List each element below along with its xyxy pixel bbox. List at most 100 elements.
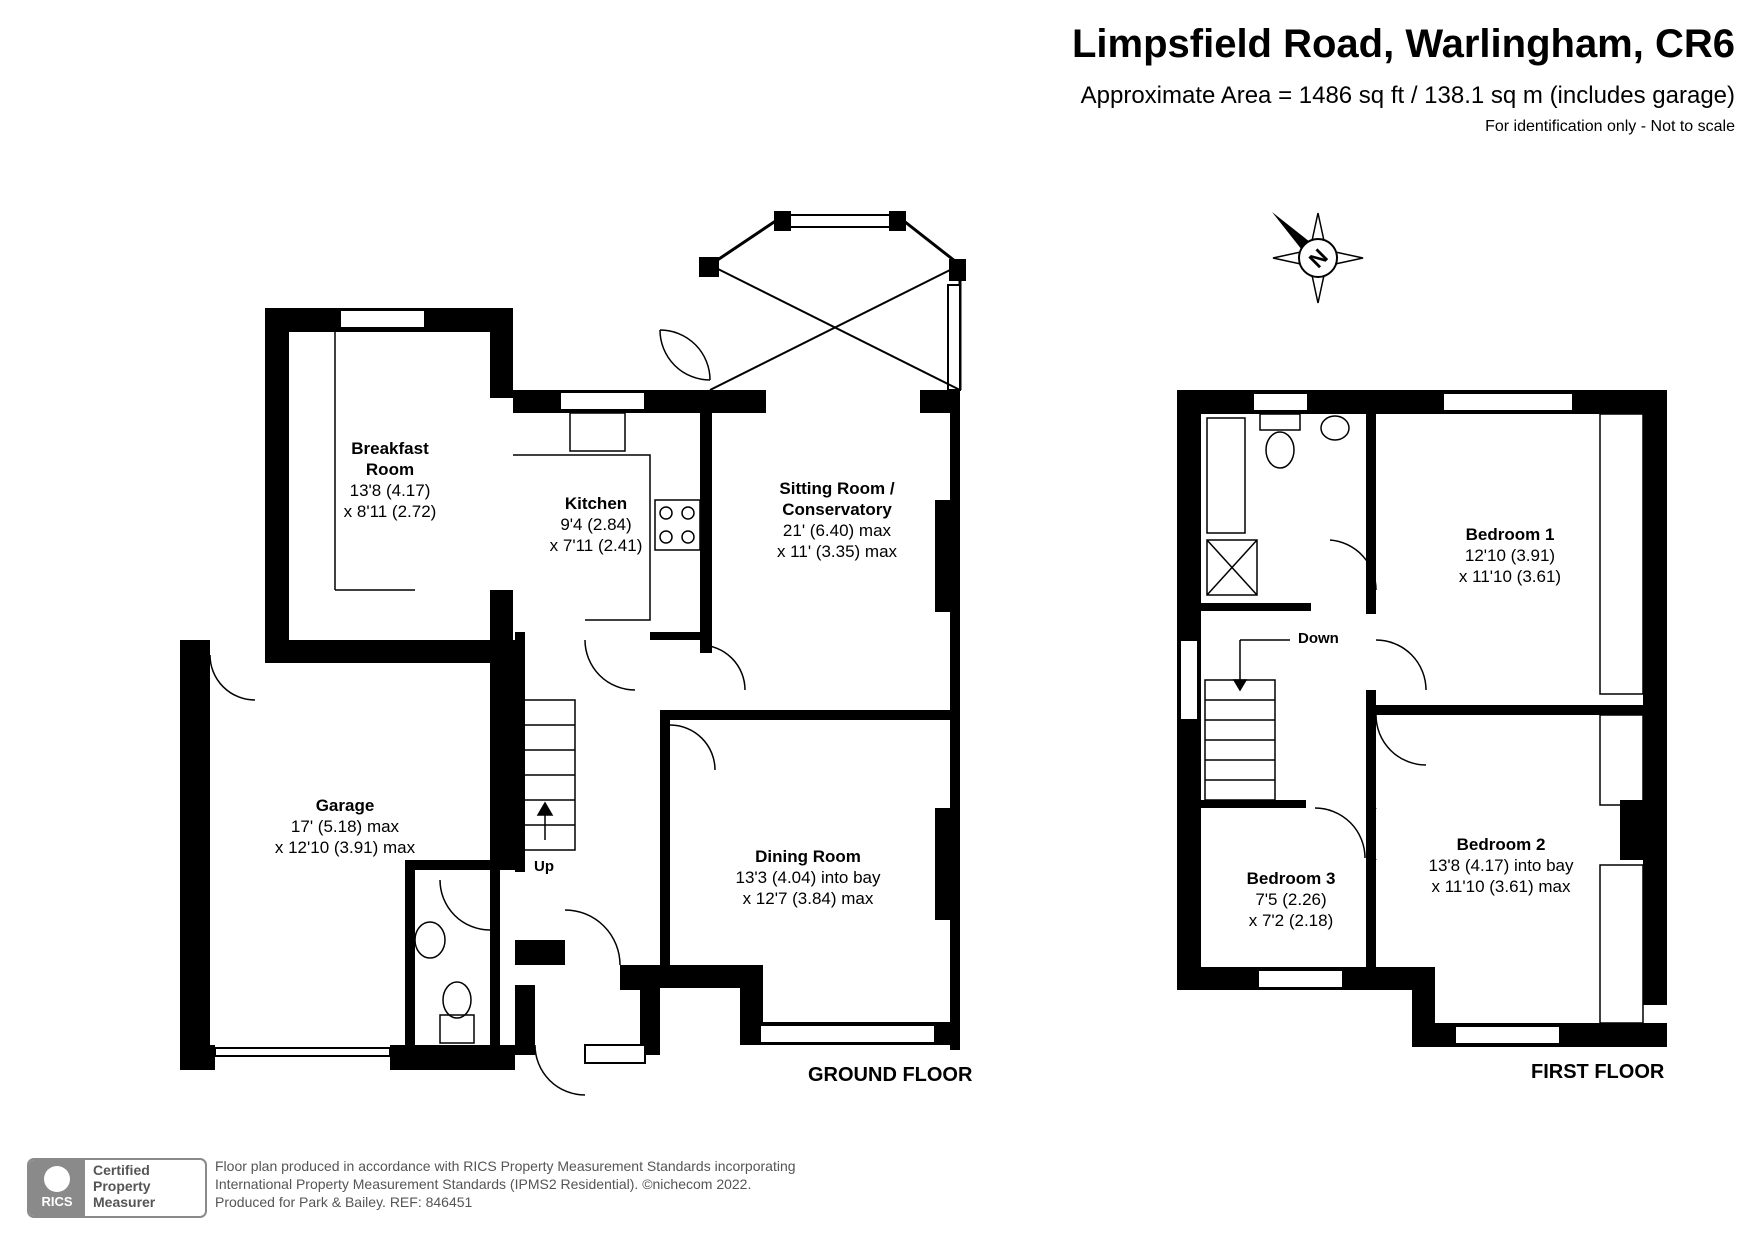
page-title: Limpsfield Road, Warlingham, CR6 <box>1071 22 1735 66</box>
room-name: Breakfast Room <box>351 439 429 479</box>
room-dim: 7'5 (2.26) <box>1255 890 1327 909</box>
window <box>559 391 646 411</box>
windows <box>214 309 936 1064</box>
wall <box>180 640 210 1070</box>
window <box>1257 969 1344 989</box>
cistern-icon <box>1259 413 1301 431</box>
certified-text: Certified Property Measurer <box>93 1162 155 1210</box>
wall <box>660 710 960 720</box>
stairs-down-label: Down <box>1298 630 1339 647</box>
rics-logo-text: RICS <box>41 1194 73 1209</box>
wall <box>405 870 415 1050</box>
basin-icon <box>414 921 446 959</box>
wall <box>515 940 565 965</box>
window <box>1179 639 1199 721</box>
room-dim: 13'8 (4.17) <box>349 481 431 500</box>
room-dim: x 7'2 (2.18) <box>1248 911 1334 930</box>
rics-lion-icon <box>44 1166 70 1192</box>
wall <box>515 632 525 872</box>
room-name: Dining Room <box>755 847 861 866</box>
hob-icon <box>654 499 701 551</box>
wall <box>740 965 763 1045</box>
door-arc <box>699 644 746 691</box>
room-label-kitchen: Kitchen 9'4 (2.84) x 7'11 (2.41) <box>550 493 643 556</box>
footer-line: Produced for Park & Bailey. REF: 846451 <box>215 1194 473 1210</box>
door-arc <box>1366 807 1377 861</box>
shower-tray-icon <box>1206 539 1258 596</box>
wall <box>405 860 515 870</box>
door-arc <box>584 639 636 691</box>
wall <box>490 640 515 870</box>
chimney-breast <box>1620 800 1643 860</box>
wall <box>515 985 535 1055</box>
wc-fixtures <box>414 921 475 1044</box>
toilet-icon <box>1265 431 1295 469</box>
wardrobe <box>1599 413 1644 695</box>
wall <box>1366 414 1376 614</box>
room-dim: 13'3 (4.04) into bay <box>735 868 881 887</box>
room-dim: 13'8 (4.17) into bay <box>1428 856 1574 875</box>
chimney-breast <box>935 500 950 612</box>
room-name: Bedroom 2 <box>1456 835 1546 854</box>
area-text: Approximate Area = 1486 sq ft / 138.1 sq… <box>1080 82 1735 109</box>
wall <box>1366 690 1376 810</box>
first-floor-plan <box>1177 390 1667 1047</box>
cert-line: Measurer <box>93 1194 156 1210</box>
conservatory-bay <box>699 211 966 391</box>
first-floor-label: FIRST FLOOR <box>1531 1061 1665 1083</box>
ground-floor-label: GROUND FLOOR <box>808 1064 973 1086</box>
wall <box>180 1045 215 1070</box>
wall <box>1376 705 1643 715</box>
disclaimer-text: For identification only - Not to scale <box>1485 118 1735 135</box>
basin-icon <box>1320 415 1350 441</box>
wall <box>640 985 660 1055</box>
room-label-dining: Dining Room 13'3 (4.04) into bay x 12'7 … <box>735 846 880 909</box>
cert-line: Property <box>93 1178 151 1194</box>
kitchen-fixtures <box>334 332 701 621</box>
first-floor-windows <box>1179 392 1574 1045</box>
wall <box>490 870 500 1050</box>
window <box>1442 392 1574 412</box>
wall <box>660 720 670 965</box>
window <box>759 1024 936 1044</box>
room-dim: 17' (5.18) max <box>290 817 400 836</box>
ground-floor-plan <box>180 308 960 1070</box>
door-arc <box>1314 807 1366 859</box>
first-floor-fixtures <box>1206 413 1644 1024</box>
cert-line: Certified <box>93 1162 150 1178</box>
room-dim: 12'10 (3.91) <box>1464 546 1556 565</box>
north-compass-icon: N <box>1272 212 1364 304</box>
room-label-garage: Garage 17' (5.18) max x 12'10 (3.91) max <box>275 795 415 858</box>
window <box>584 1044 646 1064</box>
window <box>1252 392 1309 412</box>
cistern-icon <box>439 1014 475 1044</box>
room-label-sitting: Sitting Room / Conservatory 21' (6.40) m… <box>757 478 917 562</box>
sink-icon <box>569 412 626 452</box>
wall <box>1366 800 1376 970</box>
toilet-icon <box>442 981 472 1019</box>
stairs-up-label: Up <box>534 858 554 875</box>
door-arc <box>659 329 711 381</box>
room-dim: x 12'10 (3.91) max <box>274 838 416 857</box>
room-label-bedroom1: Bedroom 1 12'10 (3.91) x 11'10 (3.61) <box>1459 524 1561 587</box>
bath-icon <box>1206 417 1246 534</box>
rics-badge: RICS Certified Property Measurer <box>27 1158 207 1218</box>
wall <box>660 965 740 988</box>
room-label-breakfast: Breakfast Room 13'8 (4.17) x 8'11 (2.72) <box>335 438 445 522</box>
ground-stairs <box>514 699 576 851</box>
wall <box>265 640 515 663</box>
room-label-bedroom2: Bedroom 2 13'8 (4.17) into bay x 11'10 (… <box>1428 834 1573 897</box>
room-dim: 21' (6.40) max <box>782 521 892 540</box>
room-name: Bedroom 3 <box>1246 869 1336 888</box>
room-dim: x 11'10 (3.61) max <box>1431 877 1571 896</box>
wall <box>950 390 960 1050</box>
door-arc <box>659 329 711 381</box>
footer-line: Floor plan produced in accordance with R… <box>215 1158 796 1174</box>
footer-text: Floor plan produced in accordance with R… <box>215 1157 796 1211</box>
window <box>1454 1025 1561 1045</box>
footer-line: International Property Measurement Stand… <box>215 1176 752 1192</box>
wall <box>1201 603 1311 611</box>
door-arc <box>534 1044 586 1096</box>
garage-door <box>214 1047 391 1057</box>
